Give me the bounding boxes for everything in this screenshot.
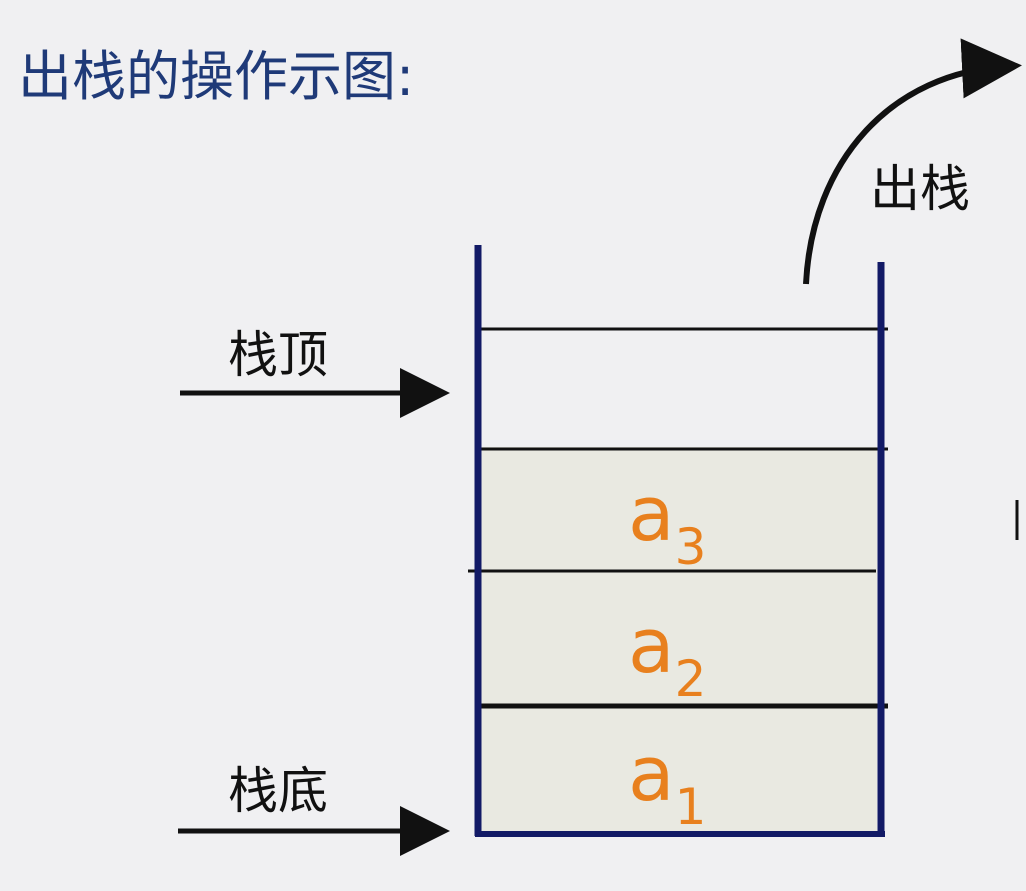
stack-cell-1 [480, 706, 877, 832]
element-a3: a3 [628, 469, 706, 576]
stack-cell-3 [480, 447, 877, 573]
element-a2: a2 [628, 601, 706, 708]
stack-top-label: 栈顶 [228, 326, 328, 384]
stack-cell-2 [480, 572, 877, 706]
pop-arrow [803, 38, 1022, 285]
element-a1: a1 [628, 729, 706, 836]
stack-bottom-label: 栈底 [228, 762, 328, 820]
pop-label: 出栈 [870, 160, 970, 218]
page-title: 出栈的操作示图: [18, 45, 414, 108]
